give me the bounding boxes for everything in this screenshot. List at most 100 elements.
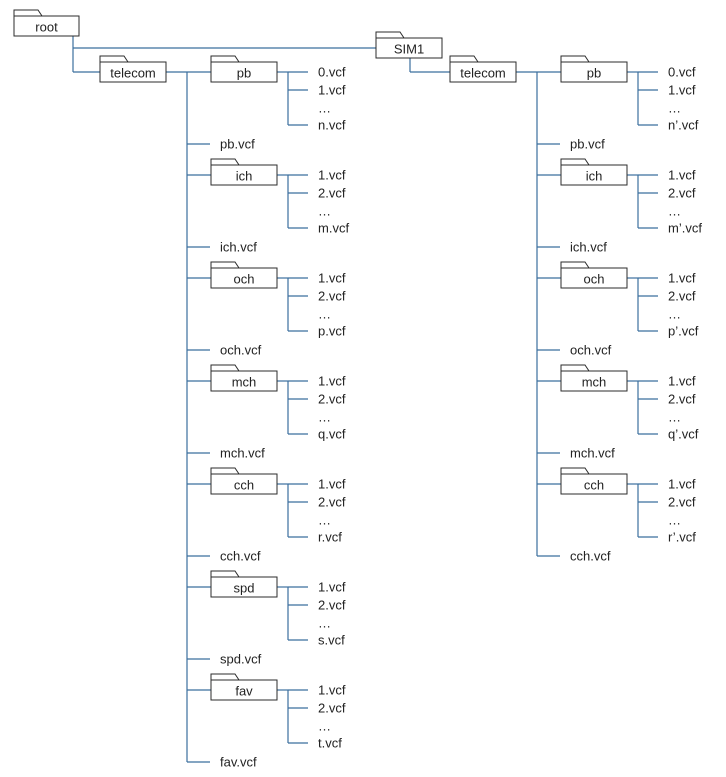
sim1-folder-label: SIM1 [394,42,424,57]
root-folder-label: root [35,20,58,35]
left-och-folder-label: och [234,272,255,287]
left-ich-folder[interactable]: ich [210,158,278,186]
right-mch-folder-label: mch [582,375,607,390]
left-ich-file-ellipsis: … [318,204,331,219]
left-cch-file: 2.vcf [318,495,346,510]
left-ich-file: 1.vcf [318,168,346,183]
right-mch-file: 1.vcf [668,374,696,389]
root-folder-icon [13,15,80,37]
left-fav-file: t.vcf [318,736,342,751]
left-pb-file: 0.vcf [318,65,346,80]
right-mch-file: 2.vcf [668,392,696,407]
left-och-file: 2.vcf [318,289,346,304]
right-pb-vcf-file: pb.vcf [570,137,605,152]
right-pb-folder-icon [560,61,628,83]
left-spd-file: 2.vcf [318,598,346,613]
left-mch-folder[interactable]: mch [210,364,278,392]
right-och-file: 1.vcf [668,271,696,286]
left-mch-folder-icon [210,370,278,392]
right-ich-folder-label: ich [586,169,603,184]
right-telecom-folder-icon [449,61,517,83]
left-mch-folder-tab [210,364,240,372]
left-spd-folder[interactable]: spd [210,570,278,598]
left-pb-vcf-file: pb.vcf [220,137,255,152]
right-mch-vcf-file: mch.vcf [570,446,615,461]
right-pb-file: n’.vcf [668,118,699,133]
right-telecom-folder-tab [449,55,479,63]
sim1-folder[interactable]: SIM1 [375,31,443,59]
left-telecom-folder[interactable]: telecom [99,55,167,83]
left-mch-file-ellipsis: … [318,410,331,425]
left-ich-file: 2.vcf [318,186,346,201]
right-och-folder[interactable]: och [560,261,628,289]
left-fav-vcf-file: fav.vcf [220,755,257,770]
left-fav-file: 2.vcf [318,701,346,716]
right-och-vcf-file: och.vcf [570,343,612,358]
left-cch-folder[interactable]: cch [210,467,278,495]
sim1-folder-icon [375,37,443,59]
left-ich-folder-label: ich [236,169,253,184]
left-cch-vcf-file: cch.vcf [220,549,261,564]
right-ich-folder[interactable]: ich [560,158,628,186]
left-och-file: 1.vcf [318,271,346,286]
right-ich-file: 2.vcf [668,186,696,201]
left-spd-file: s.vcf [318,633,345,648]
left-ich-folder-icon [210,164,278,186]
left-telecom-folder-icon [99,61,167,83]
right-och-file: 2.vcf [668,289,696,304]
left-fav-folder-label: fav [235,684,253,699]
right-mch-folder[interactable]: mch [560,364,628,392]
left-spd-file: 1.vcf [318,580,346,595]
left-spd-folder-label: spd [234,581,255,596]
right-cch-folder-icon [560,473,628,495]
left-fav-file: 1.vcf [318,683,346,698]
right-cch-folder-tab [560,467,590,475]
right-och-folder-icon [560,267,628,289]
left-pb-file: n.vcf [318,118,346,133]
right-mch-folder-tab [560,364,590,372]
right-telecom-folder-label: telecom [460,66,506,81]
right-mch-file-ellipsis: … [668,410,681,425]
left-pb-folder[interactable]: pb [210,55,278,83]
connector-lines [72,36,658,763]
left-spd-vcf-file: spd.vcf [220,652,262,667]
right-pb-folder[interactable]: pb [560,55,628,83]
right-mch-file: q’.vcf [668,427,699,442]
root-folder-tab [13,9,43,17]
left-pb-folder-icon [210,61,278,83]
left-och-folder[interactable]: och [210,261,278,289]
root-folder[interactable]: root [13,9,80,37]
right-cch-file: r’.vcf [668,530,696,545]
right-och-folder-tab [560,261,590,269]
left-cch-folder-tab [210,467,240,475]
left-cch-folder-label: cch [234,478,254,493]
left-mch-file: 2.vcf [318,392,346,407]
right-cch-file: 1.vcf [668,477,696,492]
left-pb-file-ellipsis: … [318,101,331,116]
left-cch-file: 1.vcf [318,477,346,492]
right-ich-folder-tab [560,158,590,166]
left-pb-folder-label: pb [237,66,251,81]
left-ich-file: m.vcf [318,221,349,236]
left-och-file-ellipsis: … [318,307,331,322]
left-telecom-folder-tab [99,55,129,63]
right-cch-file-ellipsis: … [668,513,681,528]
left-fav-folder[interactable]: fav [210,673,278,701]
right-pb-file: 1.vcf [668,83,696,98]
left-spd-folder-tab [210,570,240,578]
right-cch-folder[interactable]: cch [560,467,628,495]
left-och-file: p.vcf [318,324,346,339]
right-mch-folder-icon [560,370,628,392]
left-mch-file: 1.vcf [318,374,346,389]
left-spd-folder-icon [210,576,278,598]
left-mch-vcf-file: mch.vcf [220,446,265,461]
right-telecom-folder[interactable]: telecom [449,55,517,83]
right-pb-folder-label: pb [587,66,601,81]
left-cch-file-ellipsis: … [318,513,331,528]
right-cch-vcf-file: cch.vcf [570,549,611,564]
left-cch-folder-icon [210,473,278,495]
right-pb-file-ellipsis: … [668,101,681,116]
right-pb-folder-tab [560,55,590,63]
